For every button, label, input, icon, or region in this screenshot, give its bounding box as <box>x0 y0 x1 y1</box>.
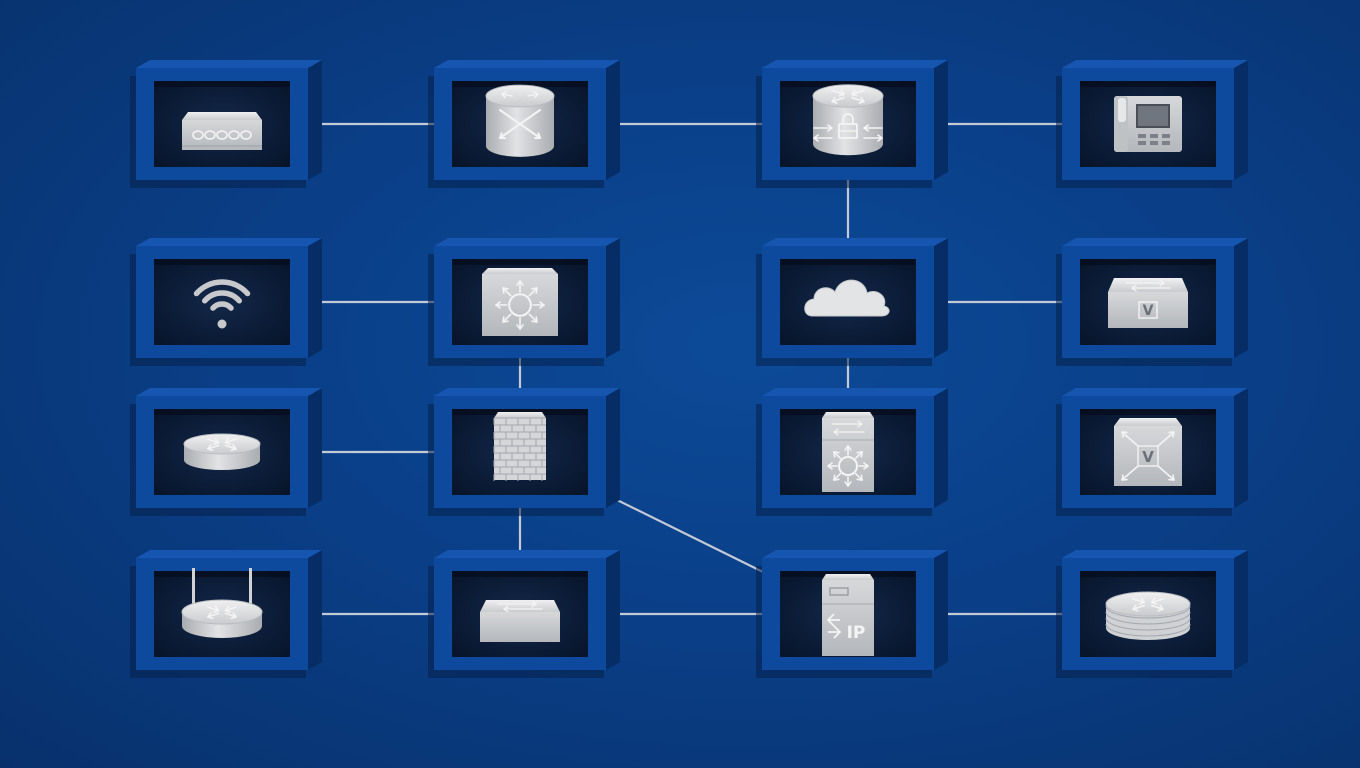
wireless-router-icon <box>181 568 263 638</box>
modem-node[interactable] <box>130 60 322 188</box>
firewall-router-node[interactable] <box>1056 550 1248 678</box>
sip-server-glyph: IP <box>847 623 866 643</box>
ip-phone-node[interactable] <box>1056 60 1248 188</box>
switch-node[interactable] <box>428 550 620 678</box>
switch-icon <box>480 600 560 642</box>
modem-icon <box>182 112 262 150</box>
firewall-router-icon <box>1105 591 1191 640</box>
sip-server-node[interactable]: IP <box>756 550 948 678</box>
wifi-icon <box>193 279 251 329</box>
secure-router-node[interactable] <box>756 60 948 188</box>
wifi-node[interactable] <box>130 238 322 366</box>
multilayer-switch-node[interactable] <box>756 388 948 516</box>
firewall-icon <box>493 412 546 481</box>
wireless-router-node[interactable] <box>130 550 322 678</box>
router-icon <box>183 433 261 470</box>
cross-router-node[interactable] <box>428 60 620 188</box>
cloud-node[interactable] <box>756 238 948 366</box>
layer3-switch-icon <box>482 268 558 336</box>
connections-layer <box>220 122 1150 616</box>
virtual-layer3-switch-icon: V <box>1114 418 1182 486</box>
secure-router-icon <box>812 84 884 156</box>
virtual-layer3-switch-glyph: V <box>1142 448 1154 466</box>
ip-phone-icon <box>1114 96 1182 152</box>
router-node[interactable] <box>130 388 322 516</box>
cloud-icon <box>804 279 890 317</box>
firewall-node[interactable] <box>428 388 620 516</box>
virtual-layer3-switch-node[interactable]: V <box>1056 388 1248 516</box>
layer3-switch-node[interactable] <box>428 238 620 366</box>
virtual-switch-node[interactable]: V <box>1056 238 1248 366</box>
virtual-switch-glyph: V <box>1143 303 1154 319</box>
multilayer-switch-icon <box>822 412 874 492</box>
virtual-switch-icon: V <box>1108 278 1188 328</box>
devices-layer: V V IP <box>130 60 1248 678</box>
cross-router-icon <box>485 84 555 157</box>
sip-server-icon: IP <box>822 574 874 656</box>
